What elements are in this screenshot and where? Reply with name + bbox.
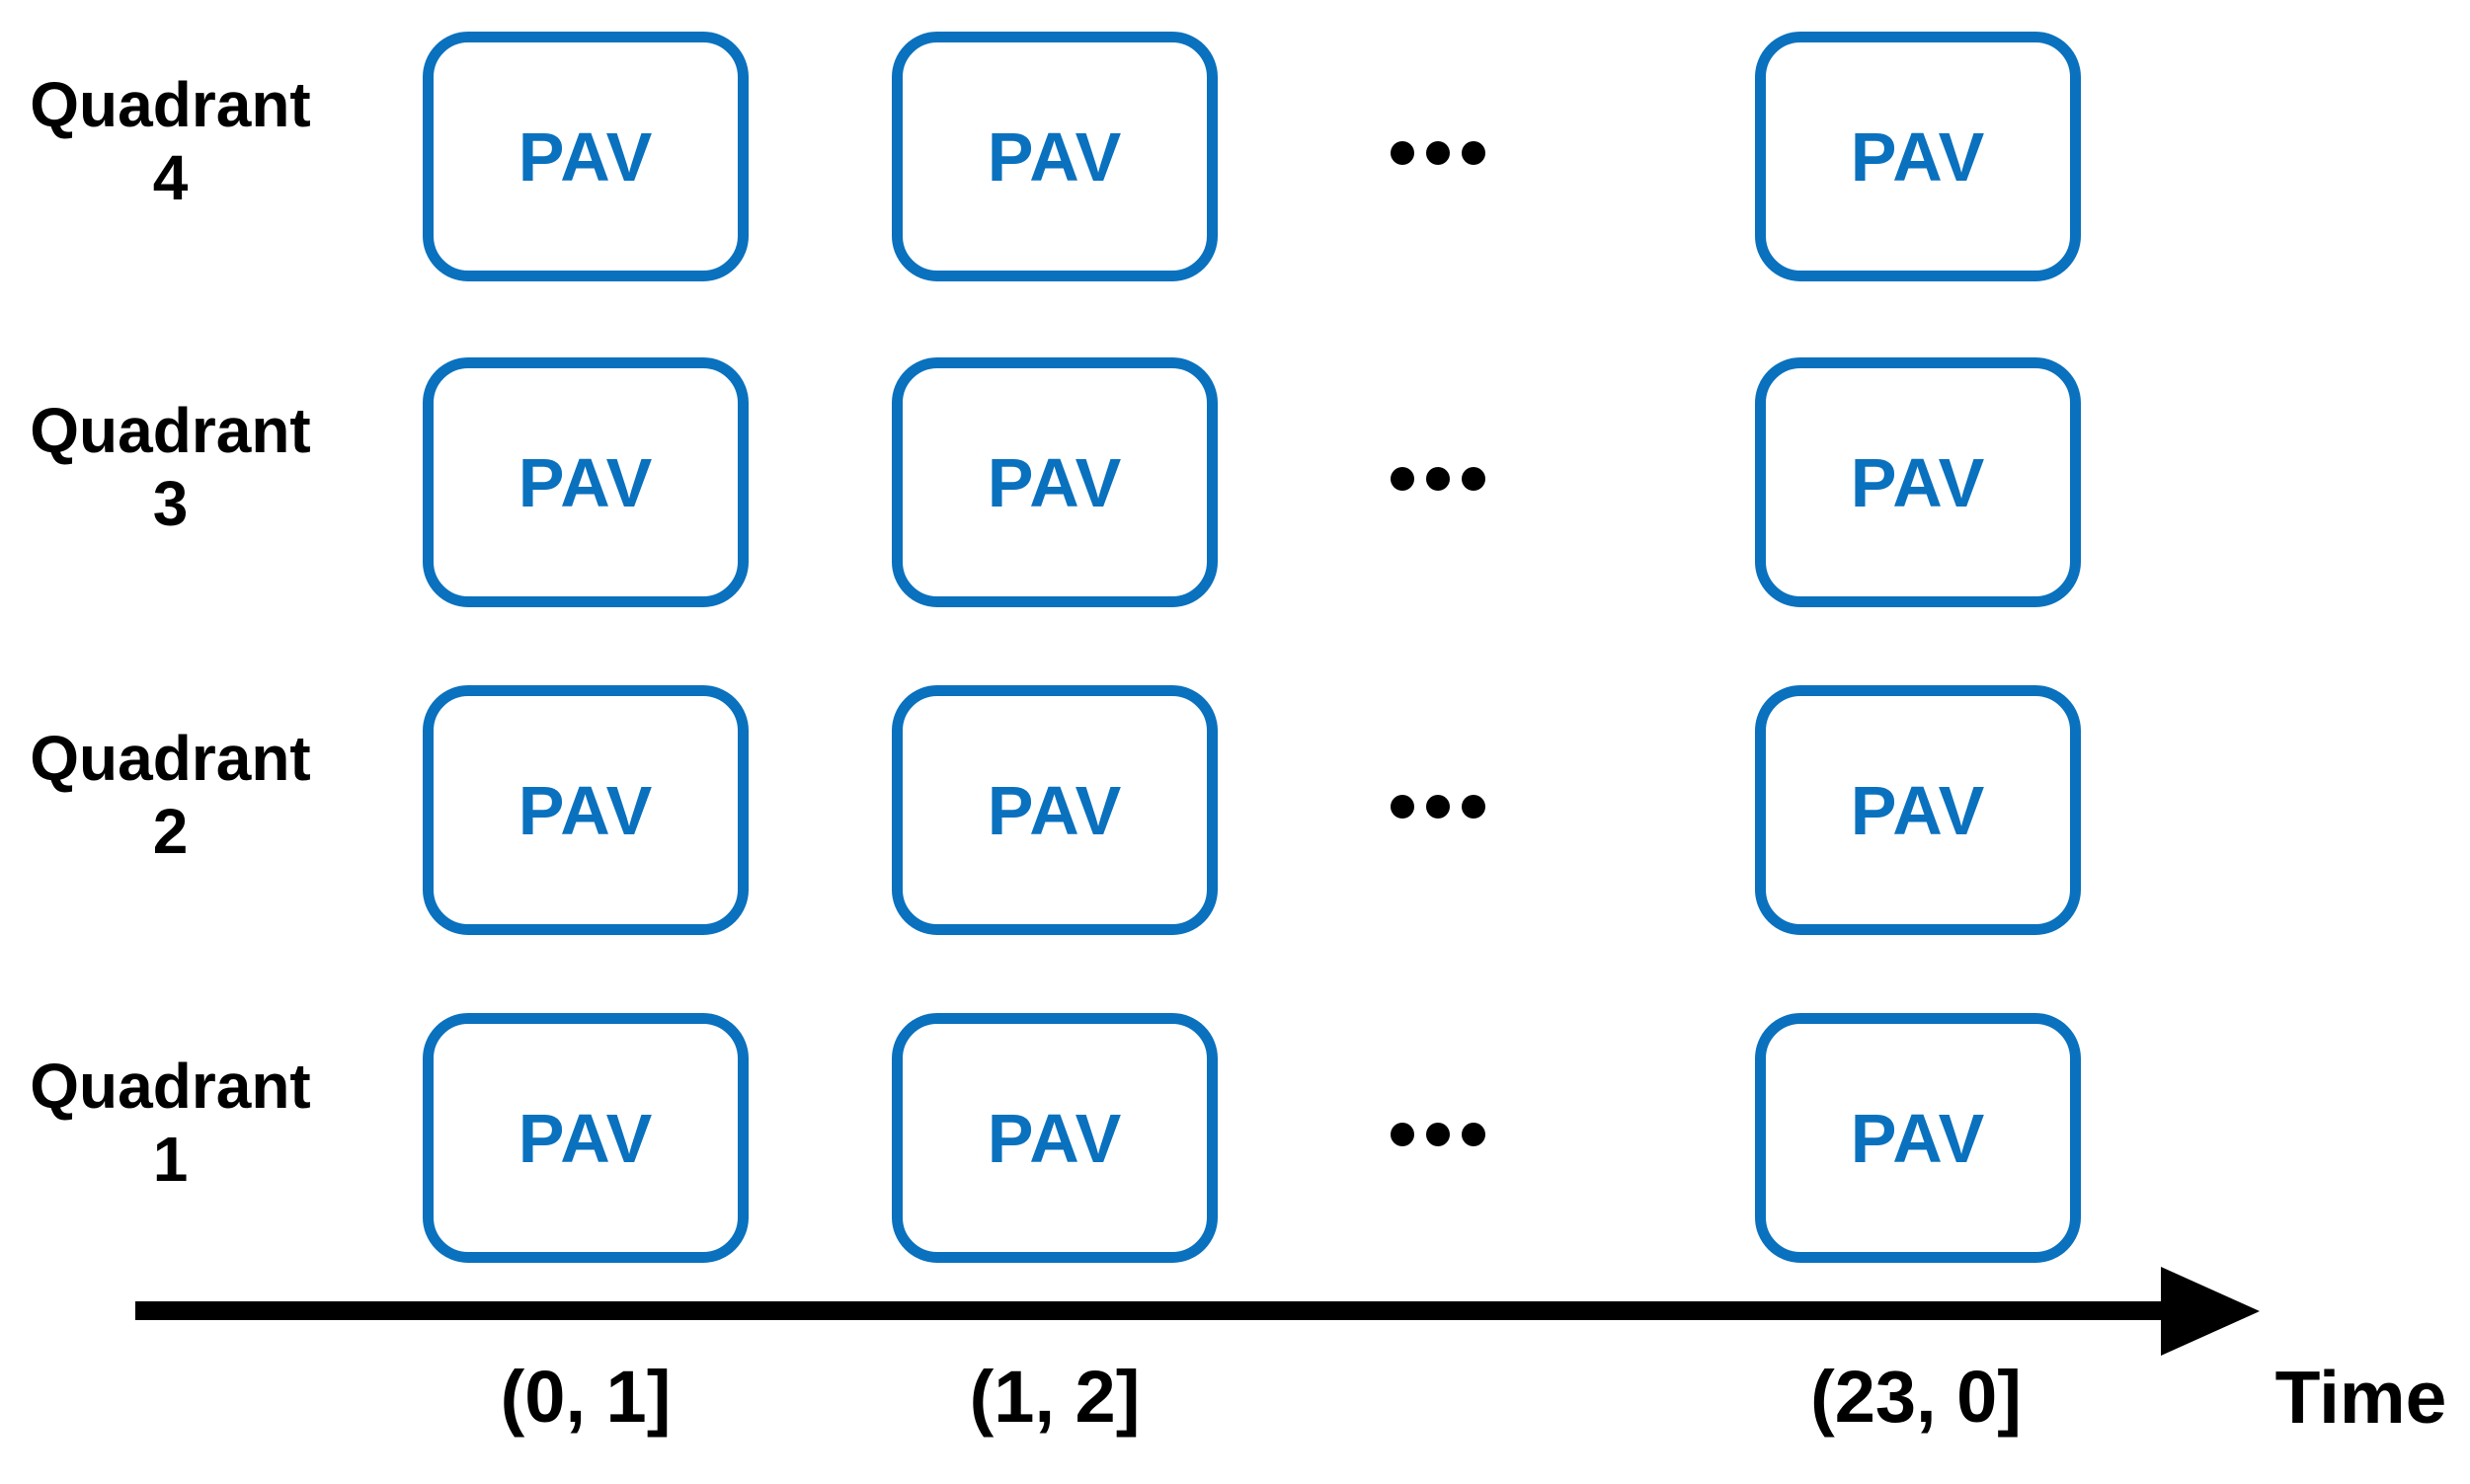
pav-box: PAV [892, 685, 1218, 935]
pav-box-label: PAV [1850, 443, 1986, 521]
row-label-quadrant-2: Quadrant 2 [0, 669, 341, 919]
pav-box-label: PAV [987, 443, 1123, 521]
axis-tick-label: (1, 2] [969, 1356, 1141, 1438]
pav-box-label: PAV [1850, 771, 1986, 849]
row-label-line: Quadrant [30, 1050, 311, 1122]
row-label-quadrant-4: Quadrant 4 [0, 16, 341, 266]
row-label-line: Quadrant [30, 394, 311, 466]
ellipsis-icon [1391, 353, 1485, 603]
row-label-quadrant-1: Quadrant 1 [0, 997, 341, 1247]
pav-box-label: PAV [518, 117, 654, 195]
row-label-line: 2 [152, 795, 189, 867]
row-label-line: 3 [152, 467, 189, 539]
axis-tick-label: (23, 0] [1810, 1356, 2022, 1438]
ellipsis-icon [1391, 681, 1485, 931]
ellipsis-icon [1391, 28, 1485, 277]
pav-box: PAV [423, 32, 749, 281]
pav-box-label: PAV [987, 771, 1123, 849]
pav-box-label: PAV [518, 1099, 654, 1177]
pav-box: PAV [1755, 32, 2081, 281]
pav-box-label: PAV [1850, 1099, 1986, 1177]
pav-box-label: PAV [987, 117, 1123, 195]
pav-box-label: PAV [987, 1099, 1123, 1177]
pav-box: PAV [423, 357, 749, 607]
pav-box: PAV [892, 1013, 1218, 1263]
pav-box-label: PAV [1850, 117, 1986, 195]
ellipsis-icon [1391, 1009, 1485, 1259]
pav-box: PAV [892, 32, 1218, 281]
pav-box: PAV [1755, 1013, 2081, 1263]
time-axis-arrowhead-icon [2161, 1267, 2260, 1356]
pav-box-label: PAV [518, 443, 654, 521]
axis-tick-label: (0, 1] [500, 1356, 672, 1438]
pav-box: PAV [892, 357, 1218, 607]
pav-box: PAV [423, 685, 749, 935]
pav-box-label: PAV [518, 771, 654, 849]
row-label-line: 4 [152, 141, 189, 213]
time-axis-line [135, 1301, 2163, 1320]
time-axis-title: Time [2274, 1356, 2447, 1439]
pav-box: PAV [423, 1013, 749, 1263]
row-label-line: 1 [152, 1123, 189, 1195]
pav-box: PAV [1755, 685, 2081, 935]
row-label-quadrant-3: Quadrant 3 [0, 342, 341, 591]
row-label-line: Quadrant [30, 722, 311, 794]
row-label-line: Quadrant [30, 68, 311, 140]
pav-box: PAV [1755, 357, 2081, 607]
